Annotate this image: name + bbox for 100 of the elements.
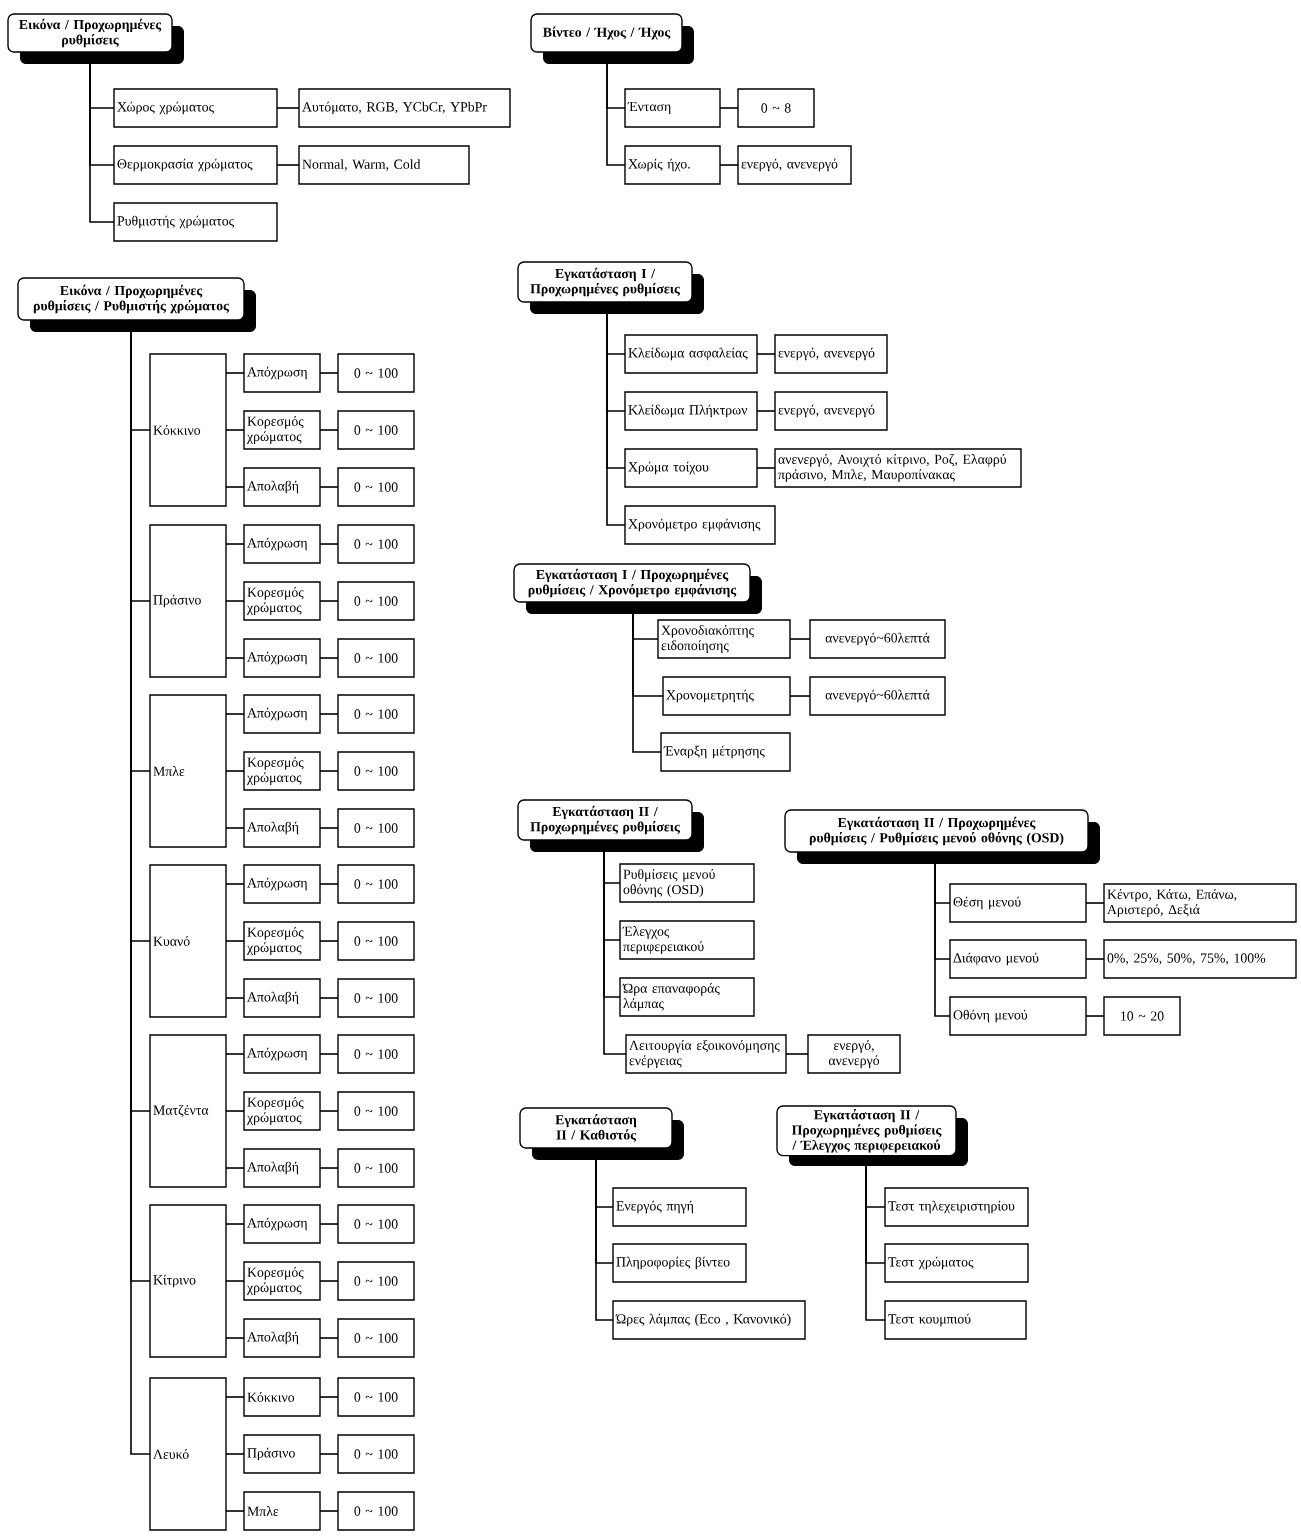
menu-box: Πράσινο [243, 1434, 321, 1474]
menu-box: Διάφανο μενού [949, 939, 1087, 979]
menu-box: Χρονόμετρο εμφάνισης [624, 505, 776, 545]
value-box: ενεργό, ανενεργό [737, 145, 852, 185]
connector-line [319, 1337, 339, 1339]
menu-box: Ενεργός πηγή [612, 1187, 747, 1227]
menu-box: Ματζέντα [149, 1034, 227, 1188]
connector-line [225, 883, 245, 885]
value-box: 0 ~ 100 [337, 581, 415, 621]
menu-box: Οθόνη μενού [949, 996, 1087, 1036]
connector-line [595, 1159, 614, 1321]
connector-line [225, 1337, 245, 1339]
menu-box: Ώρα επαναφοράς λάμπας [619, 977, 755, 1017]
connector-line [225, 1167, 245, 1169]
menu-box: Κόκκινο [149, 353, 227, 507]
connector-line [225, 713, 245, 715]
connector-line [319, 713, 339, 715]
value-box: 0 ~ 100 [337, 410, 415, 450]
menu-box: Κορεσμός χρώματος [243, 1091, 321, 1131]
value-box: 0 ~ 100 [337, 978, 415, 1018]
connector-line [319, 429, 339, 431]
connector-line [225, 429, 245, 431]
menu-box: Τεστ τηλεχειριστηρίου [884, 1187, 1029, 1227]
menu-box: Κλείδωμα Πλήκτρων [624, 391, 758, 431]
connector-line [225, 1453, 245, 1455]
menu-box: Κορεσμός χρώματος [243, 581, 321, 621]
connector-line [719, 107, 739, 109]
header-box: Εγκατάσταση II / Προχωρημένες ρυθμίσεις [517, 799, 704, 852]
value-box: 0 ~ 100 [337, 864, 415, 904]
menu-box: Κορεσμός χρώματος [243, 1261, 321, 1301]
header-box: Εγκατάσταση I / Προχωρημένες ρυθμίσεις / Χρονόμετρο εμφάνισης [513, 563, 762, 614]
connector-line [225, 827, 245, 829]
menu-box: Χρώμα τοίχου [624, 448, 758, 488]
connector-line [276, 164, 300, 166]
menu-box: Πληροφορίες βίντεο [612, 1243, 747, 1283]
menu-box: Κίτρινο [149, 1204, 227, 1358]
menu-box: Μπλε [243, 1491, 321, 1531]
value-box: 0 ~ 100 [337, 524, 415, 564]
connector-line [603, 851, 627, 1055]
menu-box: Χώρος χρώματος [113, 88, 278, 128]
value-box: 0 ~ 100 [337, 1491, 415, 1531]
value-box: 0 ~ 8 [737, 88, 815, 128]
menu-box: Κορεσμός χρώματος [243, 751, 321, 791]
menu-box: Ρυθμιστής χρώματος [113, 202, 278, 242]
value-box: 0 ~ 100 [337, 694, 415, 734]
menu-box: Κορεσμός χρώματος [243, 921, 321, 961]
menu-box: Λειτουργία εξοικονόμησης ενέργειας [625, 1034, 787, 1074]
connector-line [319, 1110, 339, 1112]
value-box: ενεργό, ανενεργό [774, 391, 888, 431]
connector-line [789, 638, 811, 640]
menu-box: Απόχρωση [243, 694, 321, 734]
menu-box: Απολαβή [243, 1148, 321, 1188]
connector-line [319, 657, 339, 659]
menu-box: Απολαβή [243, 808, 321, 848]
menu-box: Πράσινο [149, 524, 227, 678]
value-box: 0 ~ 100 [337, 751, 415, 791]
connector-line [785, 1053, 809, 1055]
menu-box: Απολαβή [243, 467, 321, 507]
connector-line [225, 997, 245, 999]
menu-box: Απόχρωση [243, 1204, 321, 1244]
connector-line [606, 313, 626, 526]
connector-line [319, 372, 339, 374]
connector-line [934, 863, 951, 1017]
connector-line [225, 940, 245, 942]
connector-line [89, 63, 115, 223]
header-box: Εγκατάσταση II / Προχωρημένες ρυθμίσεις / Ρυθμίσεις μενού οθόνης (OSD) [784, 809, 1100, 864]
menu-box: Λευκό [149, 1377, 227, 1531]
connector-line [1085, 1015, 1105, 1017]
menu-box: Απόχρωση [243, 1034, 321, 1074]
connector-line [225, 1053, 245, 1055]
menu-box: Κορεσμός χρώματος [243, 410, 321, 450]
value-box: 0 ~ 100 [337, 921, 415, 961]
connector-line [225, 486, 245, 488]
menu-box: Απολαβή [243, 978, 321, 1018]
value-box: ανενεργό~60λεπτά [809, 619, 946, 659]
value-box: 0 ~ 100 [337, 808, 415, 848]
connector-line [319, 543, 339, 545]
connector-line [756, 467, 776, 469]
value-box: 0 ~ 100 [337, 1091, 415, 1131]
menu-box: Απόχρωση [243, 864, 321, 904]
header-box: Εγκατάσταση II / Προχωρημένες ρυθμίσεις / Έλεγχος περιφερειακού [776, 1105, 968, 1166]
menu-box: Κυανό [149, 864, 227, 1018]
connector-line [319, 883, 339, 885]
menu-box: Κόκκινο [243, 1377, 321, 1417]
menu-box: Θερμοκρασία χρώματος [113, 145, 278, 185]
connector-line [719, 164, 739, 166]
connector-line [756, 410, 776, 412]
connector-line [319, 486, 339, 488]
menu-box: Χρονοδιακόπτης ειδοποίησης [657, 619, 791, 659]
value-box: Normal, Warm, Cold [298, 145, 470, 185]
connector-line [319, 1223, 339, 1225]
connector-line [1085, 958, 1105, 960]
connector-line [225, 600, 245, 602]
connector-line [225, 657, 245, 659]
header-box: Βίντεο / Ήχος / Ήχος [530, 13, 694, 64]
connector-line [130, 331, 151, 1455]
value-box: Αυτόματο, RGB, YCbCr, YPbPr [298, 88, 511, 128]
value-box: 0 ~ 100 [337, 1204, 415, 1244]
menu-box: Απόχρωση [243, 524, 321, 564]
connector-line [225, 1110, 245, 1112]
